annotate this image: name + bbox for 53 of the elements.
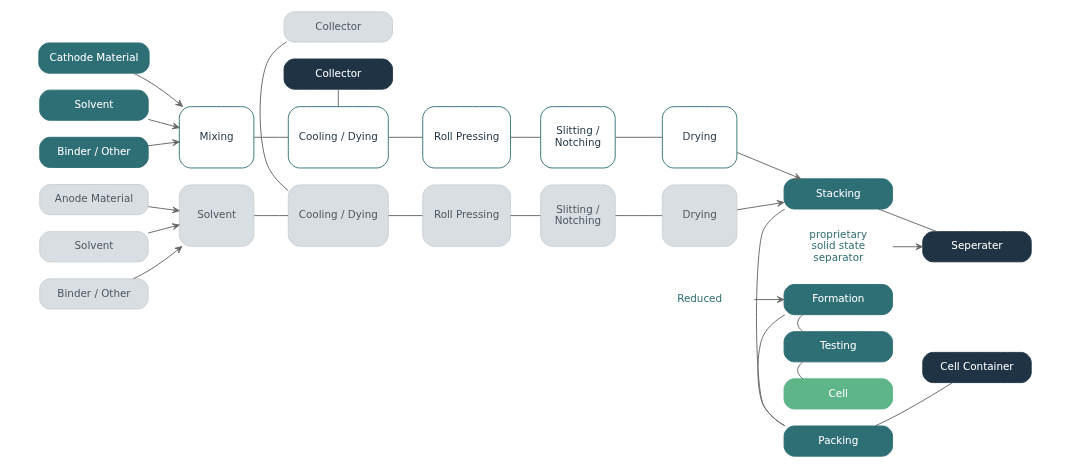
connector	[877, 208, 937, 233]
arrow	[147, 223, 180, 234]
connector	[614, 215, 663, 217]
node-box: Binder / Other	[38, 136, 149, 168]
node-box: Seperater	[921, 231, 1032, 263]
connector	[337, 88, 339, 107]
arrow	[736, 200, 784, 211]
node-box: Cell Container	[921, 351, 1032, 384]
node-box: Collector	[283, 58, 393, 90]
connector	[755, 208, 785, 427]
connector	[509, 136, 541, 138]
node-box: Anode Material	[38, 184, 149, 216]
node-box: Roll Pressing	[421, 106, 511, 169]
node-box: Slitting / Notching	[539, 106, 616, 169]
node-text: Reduced	[676, 292, 722, 305]
connector	[874, 382, 953, 427]
node-box: Binder / Other	[38, 278, 149, 310]
node-box: Drying	[661, 106, 737, 169]
node-box: Cooling / Dying	[287, 184, 389, 247]
connector	[796, 361, 803, 380]
node-box: Solvent	[38, 89, 149, 121]
node-box: Roll Pressing	[421, 184, 511, 247]
connector	[387, 215, 423, 217]
node-box: Cell	[783, 378, 893, 410]
node-box: Mixing	[178, 106, 254, 169]
arrow	[132, 246, 182, 280]
node-box: Solvent	[38, 231, 149, 263]
arrow	[132, 72, 183, 107]
node-box: Drying	[661, 184, 737, 247]
node-box: Solvent	[178, 184, 254, 247]
node-box: Cooling / Dying	[287, 106, 389, 169]
connector	[756, 314, 785, 427]
connector	[387, 136, 423, 138]
node-box: Cathode Material	[37, 42, 150, 74]
node-box: Stacking	[783, 178, 893, 210]
arrow	[147, 206, 180, 214]
connector	[614, 136, 663, 138]
arrow	[736, 152, 801, 180]
node-box: Collector	[283, 11, 393, 43]
arrow	[147, 118, 180, 130]
arrow	[147, 139, 180, 147]
arrow	[753, 296, 784, 303]
node-box: Testing	[783, 331, 893, 363]
node-box: Formation	[783, 284, 893, 316]
connector	[259, 41, 289, 191]
connector	[796, 314, 803, 333]
arrow	[891, 243, 923, 251]
node-box: Slitting / Notching	[539, 184, 616, 247]
connector	[253, 136, 289, 138]
node-text: proprietary solid state separator	[808, 228, 867, 263]
node-box: Packing	[783, 425, 893, 457]
connector	[253, 215, 289, 217]
connector	[509, 215, 541, 217]
